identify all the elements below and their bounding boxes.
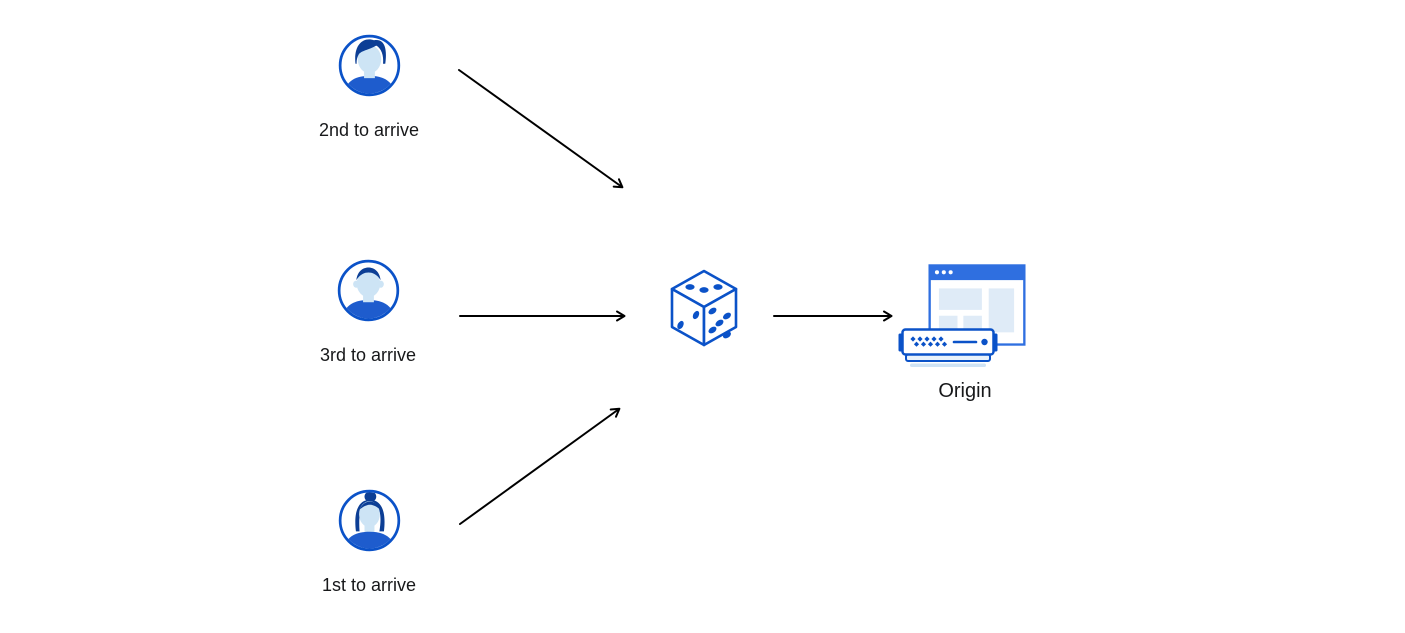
client-label: 1st to arrive [321, 575, 417, 595]
male-avatar-short-hair-icon [337, 259, 399, 322]
arrow-client2-to-dice [458, 69, 624, 189]
client-node-3rd: 3rd to arrive [320, 258, 416, 367]
female-avatar-bun-icon [338, 489, 400, 552]
server-icon [898, 328, 998, 367]
male-avatar-quiff-icon [338, 34, 400, 97]
origin-label: Origin [938, 380, 992, 402]
arrow-client1-to-dice [459, 407, 621, 525]
dice-icon [670, 269, 738, 347]
client-node-1st: 1st to arrive [322, 488, 416, 597]
client-node-2nd: 2nd to arrive [319, 33, 419, 142]
client-label: 2nd to arrive [318, 120, 420, 140]
client-label: 3rd to arrive [319, 345, 417, 365]
